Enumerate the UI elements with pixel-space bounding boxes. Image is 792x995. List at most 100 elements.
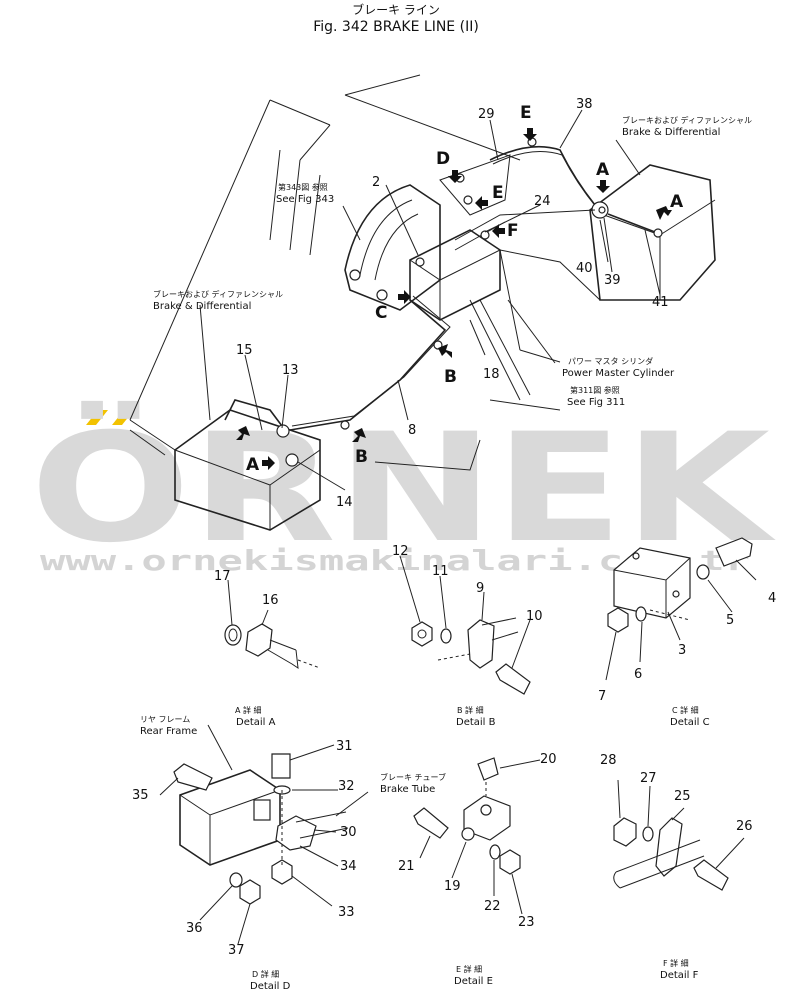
label-letter-a-top: A: [596, 160, 610, 180]
part-number-17: 17: [214, 569, 231, 584]
watermark-accent-right: [112, 410, 134, 425]
washer-11: [440, 628, 452, 644]
part-number-21: 21: [398, 859, 415, 874]
tee-fitting-bore: [480, 804, 492, 816]
fitting-13: [276, 424, 290, 438]
page-title: Fig. 342 BRAKE LINE (II): [313, 19, 479, 35]
arrow-a-left: [236, 426, 250, 440]
part-number-30: 30: [340, 825, 357, 840]
leader-8: [397, 379, 409, 421]
leader-40: [599, 219, 609, 263]
bolt-21: [413, 807, 449, 839]
arrow-d: [448, 170, 462, 183]
arrow-a-top: [596, 180, 610, 193]
part-number-19: 19: [444, 879, 461, 894]
detail-a-title-jp: A 詳 細: [235, 705, 262, 715]
nut-7: [607, 607, 629, 633]
detail-b: [399, 555, 531, 695]
detail-c-axis: [649, 609, 691, 621]
block-3-hole-b: [672, 590, 680, 598]
part-number-25: 25: [674, 789, 691, 804]
caption-brake-diff-top-jp: ブレーキおよび ディファレンシャル: [622, 115, 752, 125]
bolt-10: [495, 663, 531, 695]
leader-2: [385, 184, 419, 256]
block-3: [613, 547, 691, 619]
left-housing-lines: [129, 419, 176, 456]
nut-33: [271, 859, 293, 885]
arrow-a-lower: [262, 456, 275, 470]
clip-9: [467, 619, 495, 669]
detail-b-title-jp: B 詳 細: [457, 705, 484, 715]
part-number-2: 2: [372, 175, 380, 190]
detail-f: [613, 779, 745, 891]
washer-6: [635, 606, 647, 622]
bracket-41-end: [653, 228, 663, 238]
part-number-33: 33: [338, 905, 355, 920]
caption-power-master-jp: パワー マスタ シリンダ: [568, 356, 653, 366]
brake-line-15: [224, 399, 286, 431]
power-master-cylinder: [409, 229, 501, 321]
part-number-3: 3: [678, 643, 686, 658]
part-number-29: 29: [478, 107, 495, 122]
caption-see-fig343: See Fig 343: [276, 194, 334, 205]
brake-line-38-inner: [492, 151, 598, 209]
clamp-b: [340, 420, 350, 430]
block-3-edges: [613, 557, 691, 618]
frame-outline: [129, 74, 521, 421]
washer-22: [489, 844, 501, 860]
watermark-accent-left: [86, 410, 108, 425]
left-housing-edges: [174, 449, 321, 530]
part-number-6: 6: [634, 667, 642, 682]
caption-rear-frame: Rear Frame: [140, 726, 197, 737]
arrow-b-lower: [352, 428, 366, 442]
leader-14: [297, 461, 346, 491]
detail-d-leaders: [159, 724, 369, 945]
detail-b-title: Detail B: [456, 717, 496, 728]
label-letter-b-lower: B: [355, 447, 368, 467]
label-letter-b-upper: B: [444, 367, 457, 387]
detail-a-title: Detail A: [236, 717, 276, 728]
part-number-37: 37: [228, 943, 245, 958]
frame-ribs: [269, 149, 321, 256]
washer-5: [696, 564, 710, 580]
caption-see-fig311-jp: 第311図 参照: [570, 385, 620, 395]
washer-27: [642, 826, 654, 842]
part-number-24: 24: [534, 194, 551, 209]
part-number-12: 12: [392, 544, 409, 559]
part-number-11: 11: [432, 564, 449, 579]
caption-brake-diff-top: Brake & Differential: [622, 127, 720, 138]
caption-brake-tube: Brake Tube: [380, 784, 435, 795]
caption-brake-diff-left: Brake & Differential: [153, 301, 251, 312]
title-japanese: ブレーキ ライン: [352, 2, 440, 17]
clip-25-tube: [613, 839, 705, 889]
part-number-23: 23: [518, 915, 535, 930]
part-number-13: 13: [282, 363, 299, 378]
clamp-b-upper: [433, 340, 443, 350]
bracket-41: [607, 213, 656, 233]
cylinder-support: [469, 299, 531, 401]
elbow-16: [245, 623, 273, 657]
leader-41: [644, 229, 661, 296]
part-number-8: 8: [408, 423, 416, 438]
part-number-31: 31: [336, 739, 353, 754]
leader-fig343: [342, 205, 361, 241]
label-letter-e-top: E: [520, 103, 532, 123]
leader-15: [244, 354, 263, 431]
caption-see-fig343-jp: 第343図 参照: [278, 182, 328, 192]
detail-c-title: Detail C: [670, 717, 710, 728]
part-number-40: 40: [576, 261, 593, 276]
part-number-34: 34: [340, 859, 357, 874]
power-master-edges: [409, 249, 501, 320]
fitting-f: [480, 230, 490, 240]
part-number-38: 38: [576, 97, 593, 112]
bracket-plate: [253, 799, 271, 821]
part-number-18: 18: [483, 367, 500, 382]
label-letter-e-mid: E: [492, 183, 504, 203]
clip-25: [655, 817, 683, 877]
bolt-31: [271, 753, 291, 779]
fitting-40-bore: [598, 206, 606, 214]
part-number-15: 15: [236, 343, 253, 358]
detail-e-title-jp: E 詳 細: [456, 964, 482, 974]
arrow-e-mid: [475, 196, 488, 210]
